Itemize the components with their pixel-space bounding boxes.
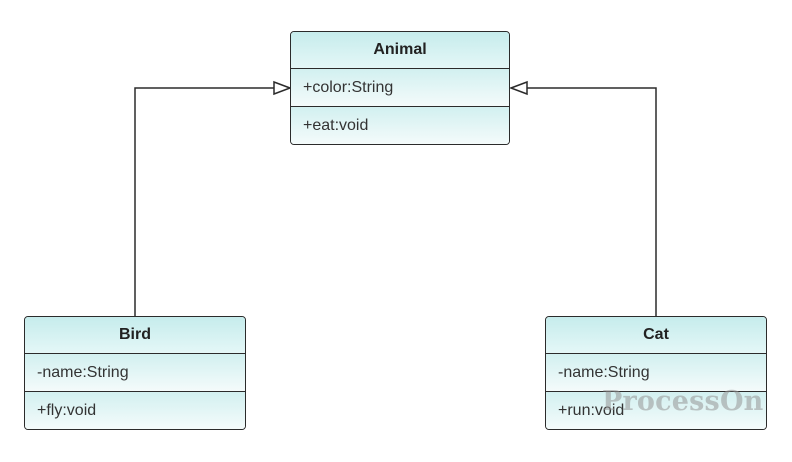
cat-inheritance-line [527,87,657,318]
bird-inheritance-line [134,87,274,318]
class-cat-method: +run:void [546,391,766,429]
class-bird[interactable]: Bird -name:String +fly:void [24,316,246,430]
class-animal[interactable]: Animal +color:String +eat:void [290,31,510,145]
class-bird-name: Bird [25,317,245,354]
class-bird-method: +fly:void [25,391,245,429]
class-animal-attribute: +color:String [291,69,509,106]
cat-inheritance-arrowhead [508,80,528,96]
class-bird-attribute: -name:String [25,354,245,391]
class-cat-name: Cat [546,317,766,354]
class-animal-method: +eat:void [291,106,509,144]
bird-inheritance-arrowhead [273,80,293,96]
class-cat-attribute: -name:String [546,354,766,391]
class-animal-name: Animal [291,32,509,69]
class-cat[interactable]: Cat -name:String +run:void [545,316,767,430]
processon-watermark: ProcessOn [602,386,764,417]
